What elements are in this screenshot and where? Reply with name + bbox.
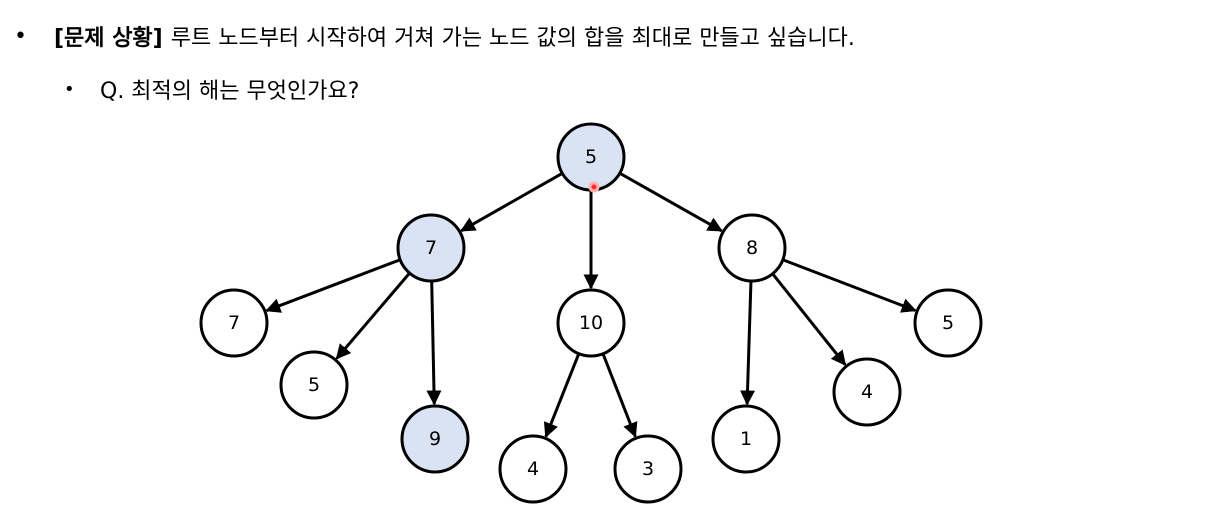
node-circle	[832, 357, 902, 427]
node-circle	[279, 350, 349, 420]
tree-nodes: 5 7 10 8 7 5 9 4 3 1 4 5	[199, 122, 983, 504]
tree-node-l1: 1	[711, 404, 781, 474]
node-value: 5	[585, 146, 597, 168]
tree-node-l4b: 4	[832, 357, 902, 427]
question-text: Q. 최적의 해는 무엇인가요?	[100, 79, 360, 104]
edge-root-n7	[460, 172, 563, 233]
tree-node-l4a: 4	[498, 434, 568, 504]
node-value: 3	[642, 458, 654, 480]
node-value: 9	[429, 428, 441, 450]
edge-n7-l7	[265, 258, 400, 313]
node-value: 10	[579, 312, 603, 334]
tree-node-l7: 7	[199, 288, 269, 358]
edge-n8-l4b	[772, 273, 847, 366]
node-circle	[199, 288, 269, 358]
node-circle	[717, 213, 787, 283]
node-circle	[498, 434, 568, 504]
tree-node-n10: 10	[556, 288, 626, 358]
node-value: 7	[425, 237, 437, 259]
node-value: 4	[527, 458, 539, 480]
problem-label: [문제 상황]	[54, 26, 163, 51]
node-circle	[400, 404, 470, 474]
tree-node-l5a: 5	[279, 350, 349, 420]
tree-node-l5b: 5	[913, 288, 983, 358]
problem-text: 루트 노드부터 시작하여 거쳐 가는 노드 값의 합을 최대로 만들고 싶습니다…	[170, 26, 855, 51]
node-value: 8	[746, 237, 758, 259]
node-circle	[913, 288, 983, 358]
edge-n10-l4a	[543, 354, 580, 438]
node-circle	[711, 404, 781, 474]
question-statement: • Q. 최적의 해는 무엇인가요?	[64, 73, 359, 105]
tree-edges	[265, 172, 917, 438]
node-value: 1	[740, 428, 752, 450]
tree-node-l3: 3	[613, 434, 683, 504]
node-circle	[613, 434, 683, 504]
cursor-indicator	[588, 181, 600, 193]
node-value: 7	[228, 312, 240, 334]
edge-n7-l5a	[335, 272, 411, 360]
edge-n10-l3	[601, 354, 638, 438]
problem-statement: • [문제 상황] 루트 노드부터 시작하여 거쳐 가는 노드 값의 합을 최대…	[14, 20, 855, 52]
edge-n8-l5b	[783, 258, 917, 313]
node-circle	[556, 288, 626, 358]
bullet-dot: •	[64, 78, 75, 100]
tree-node-n7: 7	[396, 213, 466, 283]
tree-node-n8: 8	[717, 213, 787, 283]
node-value: 4	[861, 381, 873, 403]
tree-node-l9: 9	[400, 404, 470, 474]
bullet-dot: •	[14, 23, 27, 49]
edge-n8-l1	[740, 281, 756, 406]
edge-n7-l9	[426, 281, 442, 406]
node-value: 5	[942, 312, 954, 334]
tree-node-root: 5	[556, 122, 626, 192]
edge-root-n8	[619, 172, 723, 233]
node-circle	[396, 213, 466, 283]
node-value: 5	[308, 374, 320, 396]
